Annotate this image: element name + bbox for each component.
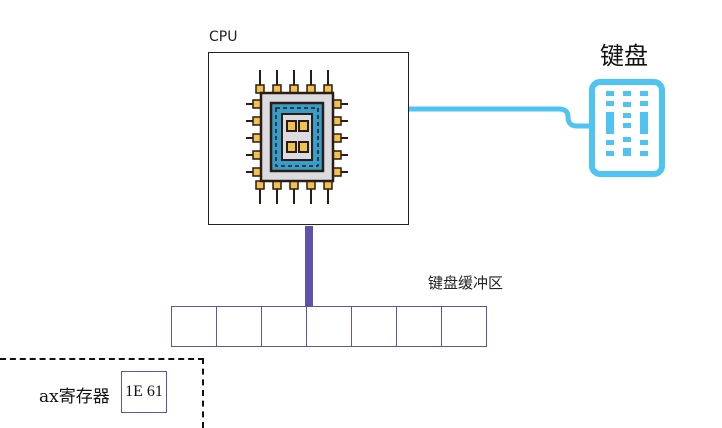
buffer-cell bbox=[351, 306, 397, 347]
data-bus bbox=[305, 226, 313, 306]
buffer-cell bbox=[216, 306, 262, 347]
cpu-region-border-top bbox=[0, 358, 204, 360]
buffer-cell bbox=[261, 306, 307, 347]
keyboard-icon bbox=[589, 79, 665, 177]
ax-register-label: ax寄存器 bbox=[39, 387, 110, 407]
keyboard-buffer-label: 键盘缓冲区 bbox=[428, 274, 504, 292]
ax-register-value: 1E 61 bbox=[121, 371, 167, 413]
cpu-region-border-right bbox=[202, 358, 204, 428]
keyboard-cable bbox=[409, 106, 594, 129]
buffer-cell bbox=[306, 306, 352, 347]
buffer-cell bbox=[396, 306, 442, 347]
cpu-box bbox=[208, 52, 409, 225]
buffer-cell bbox=[441, 306, 487, 347]
keyboard-buffer bbox=[171, 306, 487, 347]
cpu-label: CPU bbox=[209, 29, 238, 45]
keyboard-label: 键盘 bbox=[600, 42, 648, 70]
cpu-chip-icon bbox=[246, 70, 348, 204]
buffer-cell bbox=[171, 306, 217, 347]
